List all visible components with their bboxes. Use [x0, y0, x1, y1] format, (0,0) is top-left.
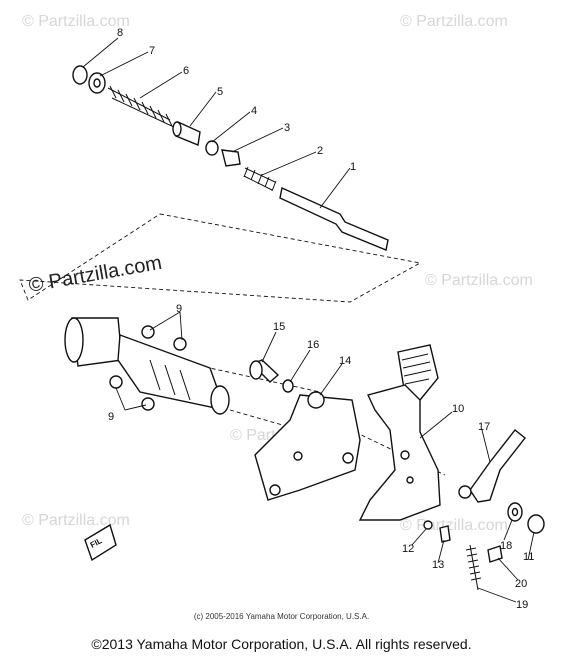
callout-9-upper: 9 [176, 303, 182, 315]
bracket [254, 394, 361, 501]
nut [221, 149, 241, 167]
callout-16: 16 [307, 339, 319, 351]
copyright-small: (c) 2005-2016 Yamaha Motor Corporation, … [193, 612, 370, 621]
bracket-hole [342, 452, 354, 464]
callout-20: 20 [515, 578, 527, 590]
assembly-outline [19, 213, 422, 303]
callout-10: 10 [452, 403, 464, 415]
small-spring [243, 166, 277, 192]
copyright-main: ©2013 Yamaha Motor Corporation, U.S.A. A… [91, 636, 472, 652]
bracket-hole [307, 391, 325, 409]
shift-pedal [358, 344, 441, 521]
callout-1: 1 [350, 161, 356, 173]
callout-12: 12 [402, 543, 414, 555]
shift-drum [64, 317, 230, 415]
return-spring [107, 85, 177, 129]
lever-pin [458, 485, 472, 499]
callouts: 8 7 6 5 4 3 2 1 9 9 15 16 14 10 17 18 11… [108, 27, 534, 611]
callout-11: 11 [523, 551, 534, 563]
circlip [527, 514, 545, 534]
watermark-main: © Partzilla.com [27, 252, 164, 297]
small-bolt [439, 525, 451, 543]
watermark: © Partzilla.com [425, 272, 533, 289]
callout-8: 8 [117, 27, 123, 39]
washer-small [282, 379, 294, 393]
pin [423, 520, 433, 530]
watermark: © Partzilla.com [22, 13, 130, 30]
callout-2: 2 [317, 145, 323, 157]
callout-15: 15 [273, 321, 285, 333]
shift-shaft [279, 187, 389, 251]
callout-17: 17 [478, 421, 490, 433]
watermark: © Partzilla.com [400, 517, 508, 534]
callout-19: 19 [516, 599, 528, 611]
callout-5: 5 [217, 86, 223, 98]
assembly-guide-line [229, 409, 301, 431]
callout-14: 14 [339, 355, 351, 367]
callout-6: 6 [183, 65, 189, 77]
lever [469, 429, 526, 503]
callout-9-lower: 9 [108, 411, 114, 423]
bracket-hole [293, 451, 303, 461]
watermark: © Partzilla.com [400, 13, 508, 30]
callout-4: 4 [251, 105, 257, 117]
callout-13: 13 [432, 559, 444, 571]
callout-18: 18 [500, 540, 512, 552]
oil-seal [205, 140, 219, 156]
callout-3: 3 [284, 122, 290, 134]
bolt-head [249, 360, 263, 380]
watermark: © Partzilla.com [22, 512, 130, 529]
fil-label-box: FIL [84, 523, 117, 562]
washer-hole [511, 507, 519, 517]
leader-lines [82, 37, 535, 603]
collar-end [172, 121, 182, 137]
callout-7: 7 [149, 45, 155, 57]
bracket-hole [269, 484, 281, 496]
tension-spring [465, 544, 482, 591]
circlip [72, 65, 88, 85]
washer-hole [93, 78, 101, 88]
shaft-assembly [72, 65, 389, 251]
